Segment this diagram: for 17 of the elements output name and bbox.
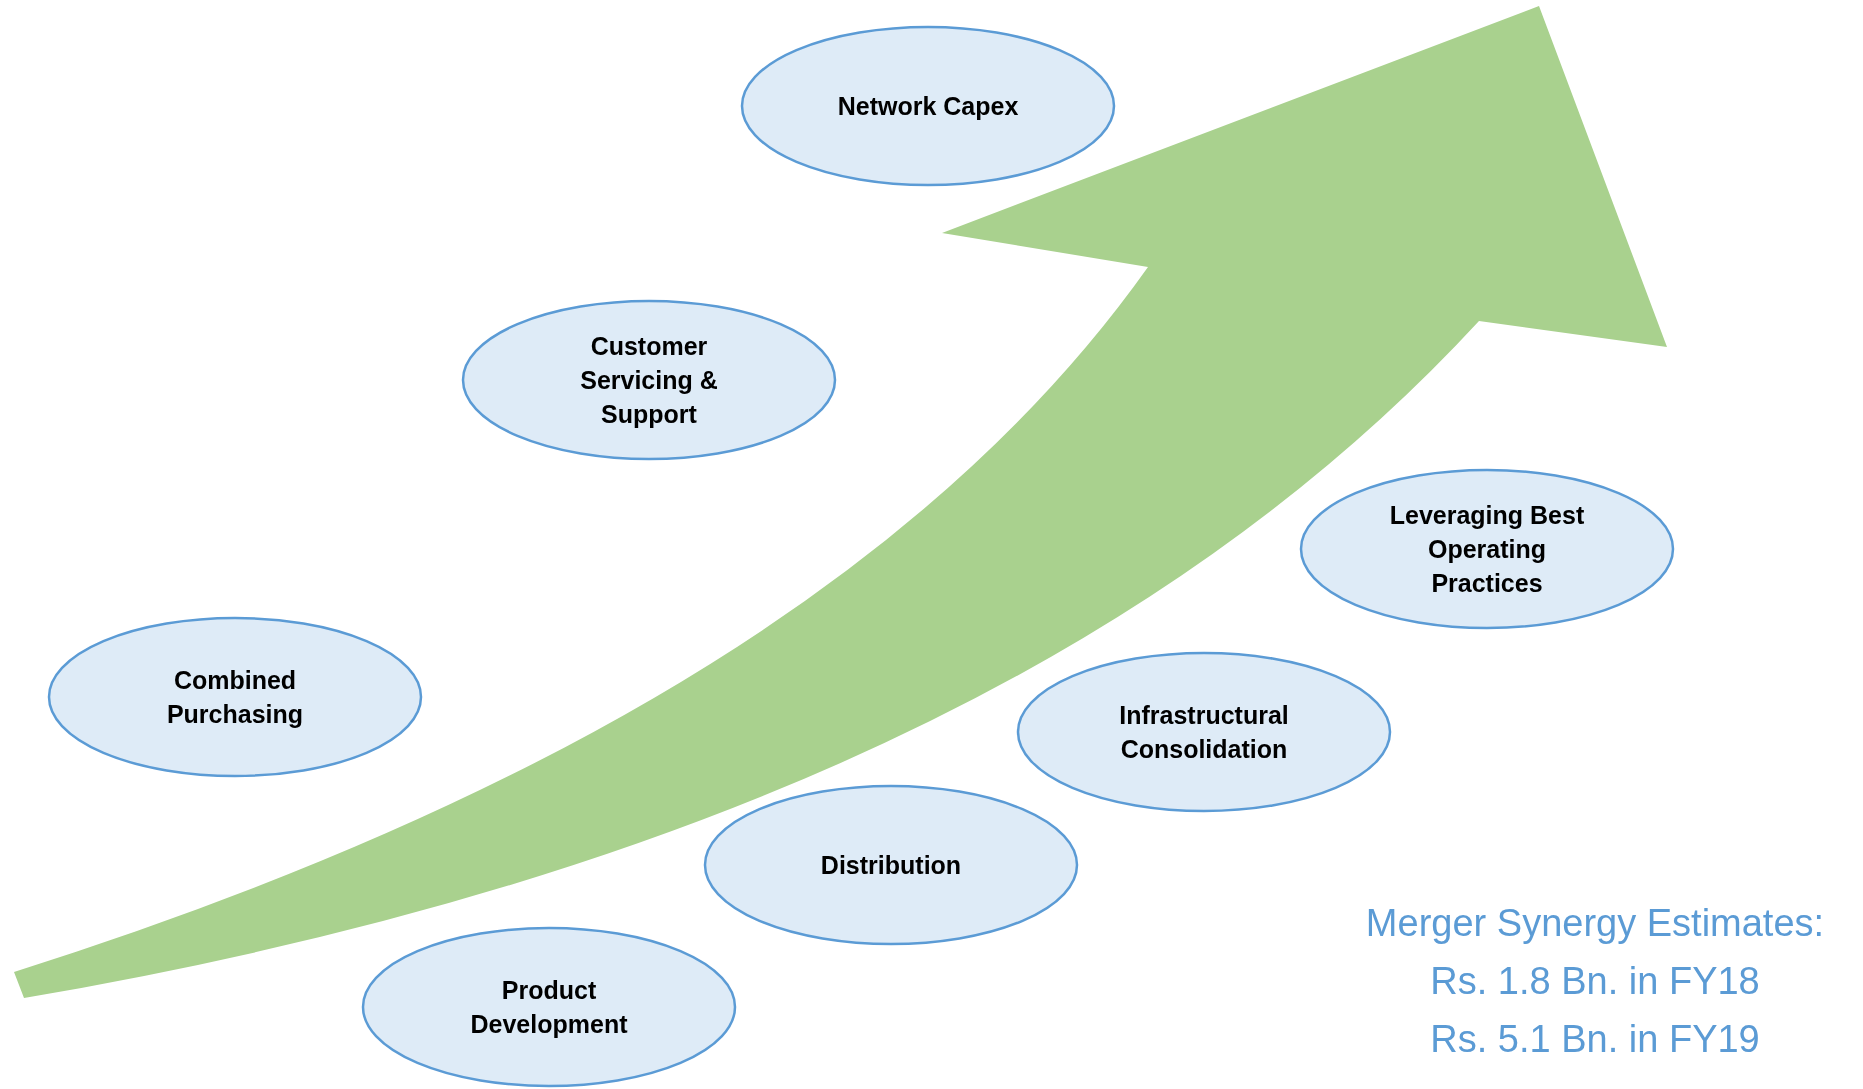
node-label: Product Development <box>469 975 629 1040</box>
ellipse-node <box>703 784 1079 946</box>
estimate-text: Rs. 5.1 Bn. in FY19 <box>1429 1017 1761 1062</box>
node-label: Leveraging Best Operating Practices <box>1388 500 1586 599</box>
estimate-text: Rs. 1.8 Bn. in FY18 <box>1429 959 1761 1004</box>
node-label: Combined Purchasing <box>165 665 305 730</box>
estimate-text: Merger Synergy Estimates: <box>1364 901 1826 946</box>
ellipse-node <box>461 299 837 461</box>
ellipse-node <box>1299 468 1675 630</box>
node-label: Network Capex <box>837 91 1019 122</box>
ellipse-node <box>1016 651 1392 813</box>
ellipse-node <box>740 25 1116 187</box>
node-label: Distribution <box>820 850 962 881</box>
ellipse-node <box>47 616 423 778</box>
node-label: Infrastructural Consolidation <box>1118 700 1290 765</box>
ellipse-node <box>361 926 737 1088</box>
node-label: Customer Servicing & Support <box>579 331 719 430</box>
